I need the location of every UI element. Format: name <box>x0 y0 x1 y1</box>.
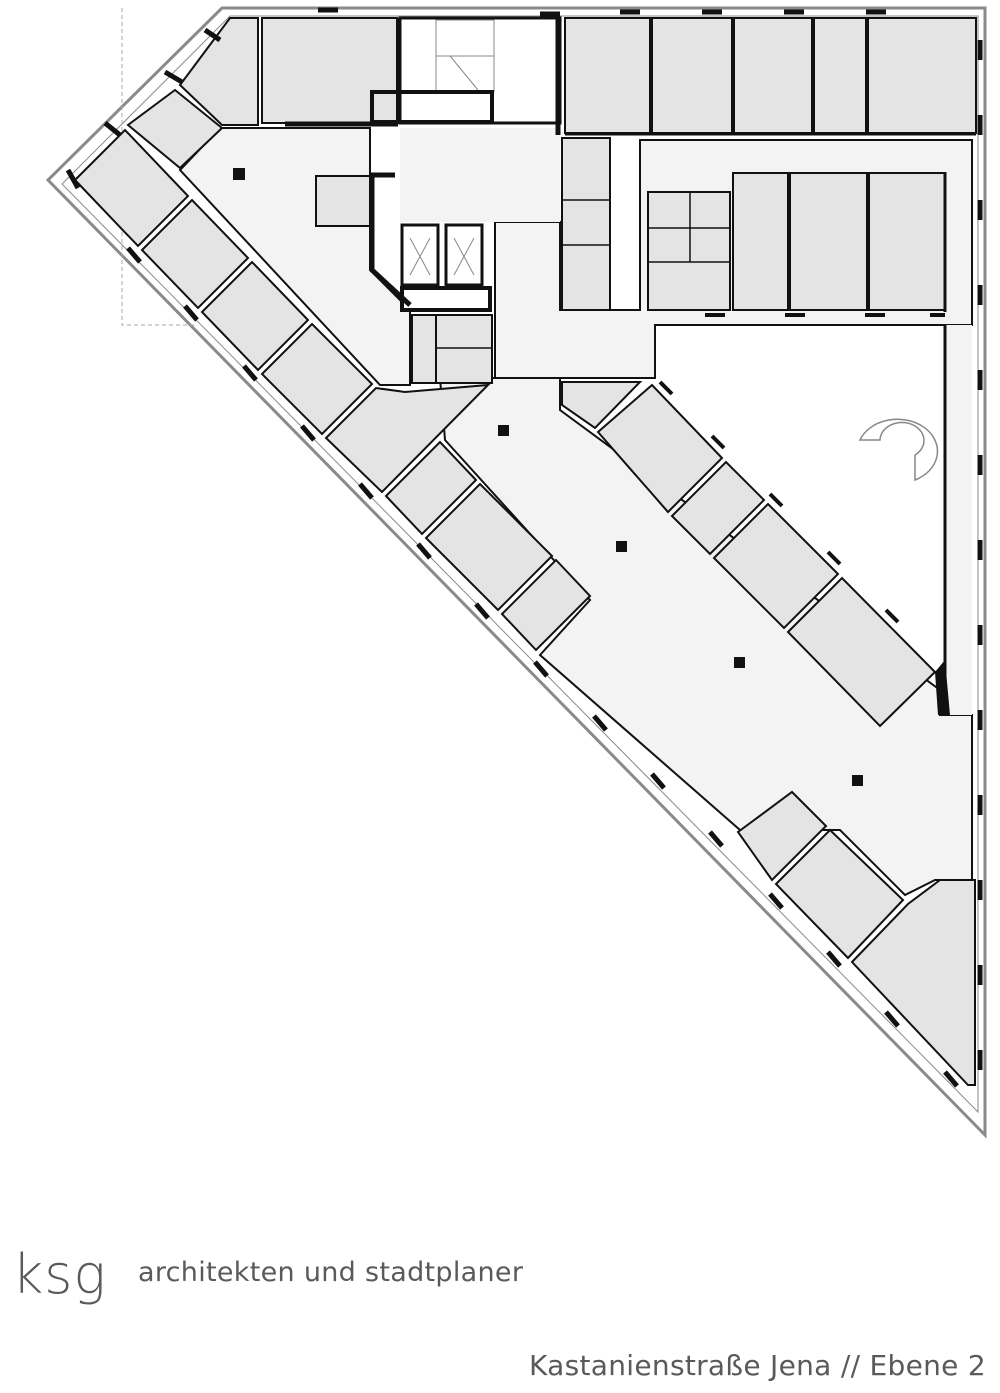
room <box>73 128 190 248</box>
room <box>424 482 554 612</box>
room <box>670 460 766 556</box>
building-outline-inner <box>61 15 979 1114</box>
room <box>774 828 905 960</box>
ksg-logo: ksg <box>12 1243 107 1306</box>
room <box>712 502 840 630</box>
room <box>789 172 868 311</box>
room <box>384 440 478 536</box>
firm-name: architekten und stadtplaner <box>138 1257 524 1288</box>
room <box>850 879 976 1086</box>
room <box>732 172 789 311</box>
room <box>561 137 611 311</box>
room <box>324 383 491 494</box>
corridor-east <box>945 325 972 715</box>
room <box>647 191 731 311</box>
column <box>616 541 627 552</box>
room <box>561 381 643 430</box>
courtyard-windows <box>658 313 945 624</box>
room <box>813 17 867 134</box>
column <box>233 168 245 180</box>
room <box>500 558 592 652</box>
core-hall <box>400 128 560 222</box>
spiral-stair <box>858 418 939 482</box>
room <box>733 17 813 134</box>
room <box>868 172 946 311</box>
room <box>867 17 977 134</box>
room <box>260 322 374 436</box>
elevator-1 <box>400 223 440 287</box>
room <box>736 790 828 882</box>
room <box>596 383 724 514</box>
room <box>126 88 224 170</box>
facade-windows <box>65 7 983 1088</box>
floor-plan <box>45 6 987 1139</box>
room <box>178 17 259 126</box>
plan-caption: Kastanienstraße Jena // Ebene 2 <box>529 1349 986 1382</box>
column <box>852 775 863 786</box>
site-boundary <box>121 8 195 326</box>
shaft <box>315 175 371 227</box>
room <box>651 17 733 134</box>
column <box>498 425 509 436</box>
column <box>734 657 745 668</box>
room <box>564 17 651 134</box>
room <box>200 260 310 372</box>
elevator-2 <box>444 223 484 287</box>
room <box>140 198 250 310</box>
wc-block <box>411 314 493 384</box>
room <box>261 17 398 124</box>
